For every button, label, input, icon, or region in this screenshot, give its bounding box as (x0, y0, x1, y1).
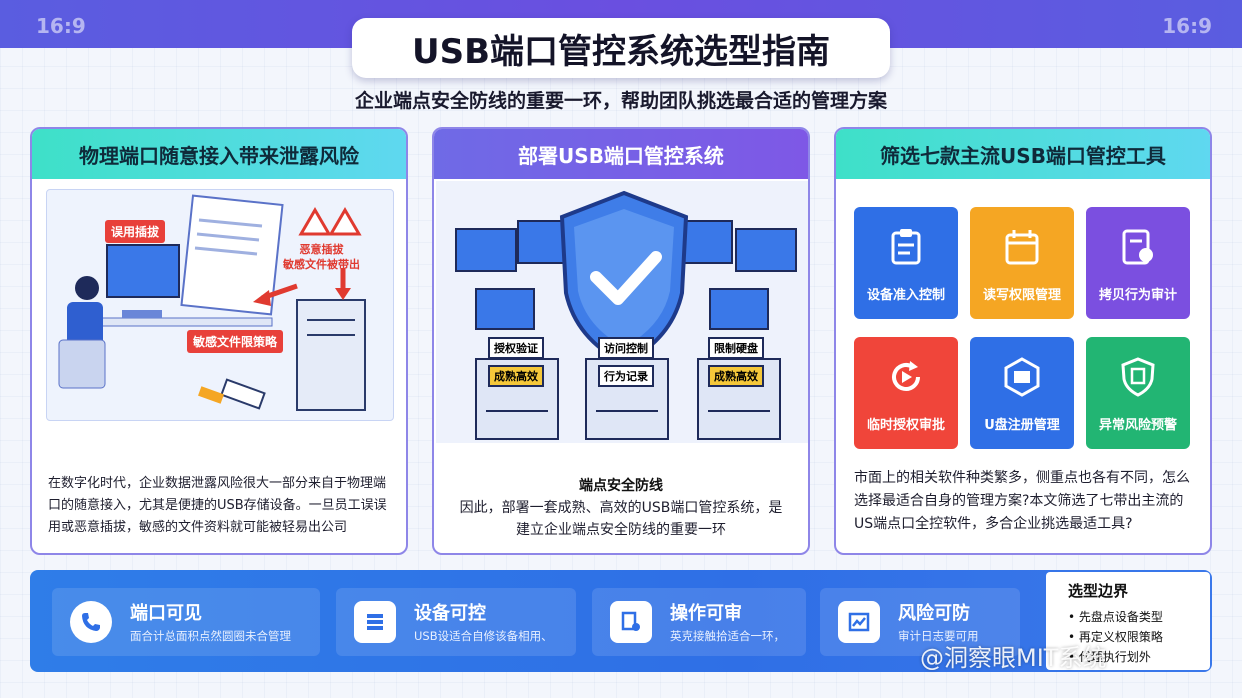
list-icon (354, 601, 396, 643)
feature-audit: 操作可审 英克接触拾适合一环， (592, 588, 806, 656)
clipboard-icon (891, 229, 921, 265)
feature-title: 端口可见 (130, 603, 202, 624)
tools-panel-header: 筛选七款主流USB端口管控工具 (836, 129, 1210, 179)
boundary-list: 先盘点设备类型 再定义权限策略 代理执行划外 (1068, 607, 1210, 667)
feature-desc: 审计日志要可用 (898, 629, 979, 643)
behavior-record-label: 行为记录 (598, 365, 654, 387)
shield-document-icon (1121, 357, 1155, 397)
boundary-item: 先盘点设备类型 (1068, 607, 1210, 627)
watermark: @洞察眼MIT系统 (920, 644, 1107, 672)
tool-copy-audit[interactable]: 拷贝行为审计 (1086, 207, 1190, 319)
feature-bar: 端口可见 面合计总面积点然圆圈未合管理 设备可控 USB设适合自修该备相用、 操… (30, 570, 1212, 672)
usb-drive-icon (1004, 357, 1040, 397)
feature-title: 设备可控 (414, 603, 486, 624)
feature-title: 风险可防 (898, 603, 970, 624)
tool-label: 异常风险预警 (1098, 418, 1177, 433)
restrict-disk-label: 限制硬盘 (708, 337, 764, 359)
tool-label: U盘注册管理 (984, 418, 1060, 433)
malicious-plug-line2: 敏感文件被带出 (283, 258, 360, 271)
access-control-label: 访问控制 (598, 337, 654, 359)
shield-deployment-illustration: 授权验证 访问控制 限制硬盘 成熟高效 行为记录 成熟高效 (436, 181, 808, 443)
tool-label: 拷贝行为审计 (1098, 288, 1177, 303)
phone-icon (70, 601, 112, 643)
feature-risk-prevent: 风险可防 审计日志要可用 (820, 588, 1020, 656)
refresh-play-icon (892, 361, 920, 391)
deploy-panel: 部署USB端口管控系统 授权验证 访问控制 限制硬盘 成熟高效 行为记录 成熟高… (432, 127, 810, 555)
deploy-panel-header: 部署USB端口管控系统 (434, 129, 808, 179)
selection-boundary-box: 选型边界 先盘点设备类型 再定义权限策略 代理执行划外 (1046, 572, 1210, 670)
risk-panel-header: 物理端口随意接入带来泄露风险 (32, 129, 406, 179)
audit-icon (610, 601, 652, 643)
deploy-panel-text-title: 端点安全防线 (579, 478, 663, 494)
tool-label: 设备准入控制 (866, 288, 945, 303)
office-leak-illustration: 误用插拔 恶意插拔 敏感文件被带出 敏感文件限策略 (46, 189, 394, 421)
boundary-item: 代理执行划外 (1068, 647, 1210, 667)
auth-verify-label: 授权验证 (488, 337, 544, 359)
aspect-ratio-label-left: 16:9 (36, 14, 86, 38)
sensitive-file-policy-tag: 敏感文件限策略 (187, 330, 284, 353)
feature-desc: USB设适合自修该备相用、 (414, 629, 553, 643)
page-subtitle: 企业端点安全防线的重要一环，帮助团队挑选最合适的管理方案 (354, 90, 887, 112)
boundary-item: 再定义权限策略 (1068, 627, 1210, 647)
feature-title: 操作可审 (670, 603, 742, 624)
feature-device-control: 设备可控 USB设适合自修该备相用、 (336, 588, 576, 656)
tool-label: 读写权限管理 (982, 288, 1061, 303)
image-alert-icon (838, 601, 880, 643)
tools-panel: 筛选七款主流USB端口管控工具 设备准入控制 读写权限管理 拷贝行为审计 临时授… (834, 127, 1212, 555)
tool-temp-auth[interactable]: 临时授权审批 (854, 337, 958, 449)
malicious-plug-line1: 恶意插拔 (299, 243, 344, 256)
efficient-label-right: 成熟高效 (708, 365, 764, 387)
calendar-icon (1005, 230, 1039, 265)
risk-panel: 物理端口随意接入带来泄露风险 误用插拔 恶意插拔 (30, 127, 408, 555)
tool-risk-alert[interactable]: 异常风险预警 (1086, 337, 1190, 449)
page-title: USB端口管控系统选型指南 (352, 18, 890, 78)
efficient-label-left: 成熟高效 (488, 365, 544, 387)
audit-document-icon (1122, 229, 1153, 265)
feature-port-visible: 端口可见 面合计总面积点然圆圈未合管理 (52, 588, 320, 656)
tool-label: 临时授权审批 (866, 418, 945, 433)
malicious-plug-tag: 恶意插拔 敏感文件被带出 (283, 242, 360, 272)
feature-desc: 面合计总面积点然圆圈未合管理 (130, 629, 291, 643)
deploy-panel-text: 因此，部署一套成熟、高效的USB端口管控系统，是建立企业端点安全防线的重要一环 (459, 500, 783, 538)
tool-usb-register[interactable]: U盘注册管理 (970, 337, 1074, 449)
feature-desc: 英克接触拾适合一环， (670, 629, 785, 643)
tool-read-write[interactable]: 读写权限管理 (970, 207, 1074, 319)
risk-panel-text: 在数字化时代，企业数据泄露风险很大一部分来自于物理端口的随意接入，尤其是便捷的U… (48, 476, 387, 535)
aspect-ratio-label-right: 16:9 (1162, 14, 1212, 38)
tools-panel-text: 市面上的相关软件种类繁多，侧重点也各有不同，怎么选择最适合自身的管理方案?本文筛… (854, 470, 1190, 532)
boundary-title: 选型边界 (1068, 582, 1129, 600)
tool-device-access[interactable]: 设备准入控制 (854, 207, 958, 319)
misuse-plug-tag: 误用插拔 (105, 220, 166, 243)
